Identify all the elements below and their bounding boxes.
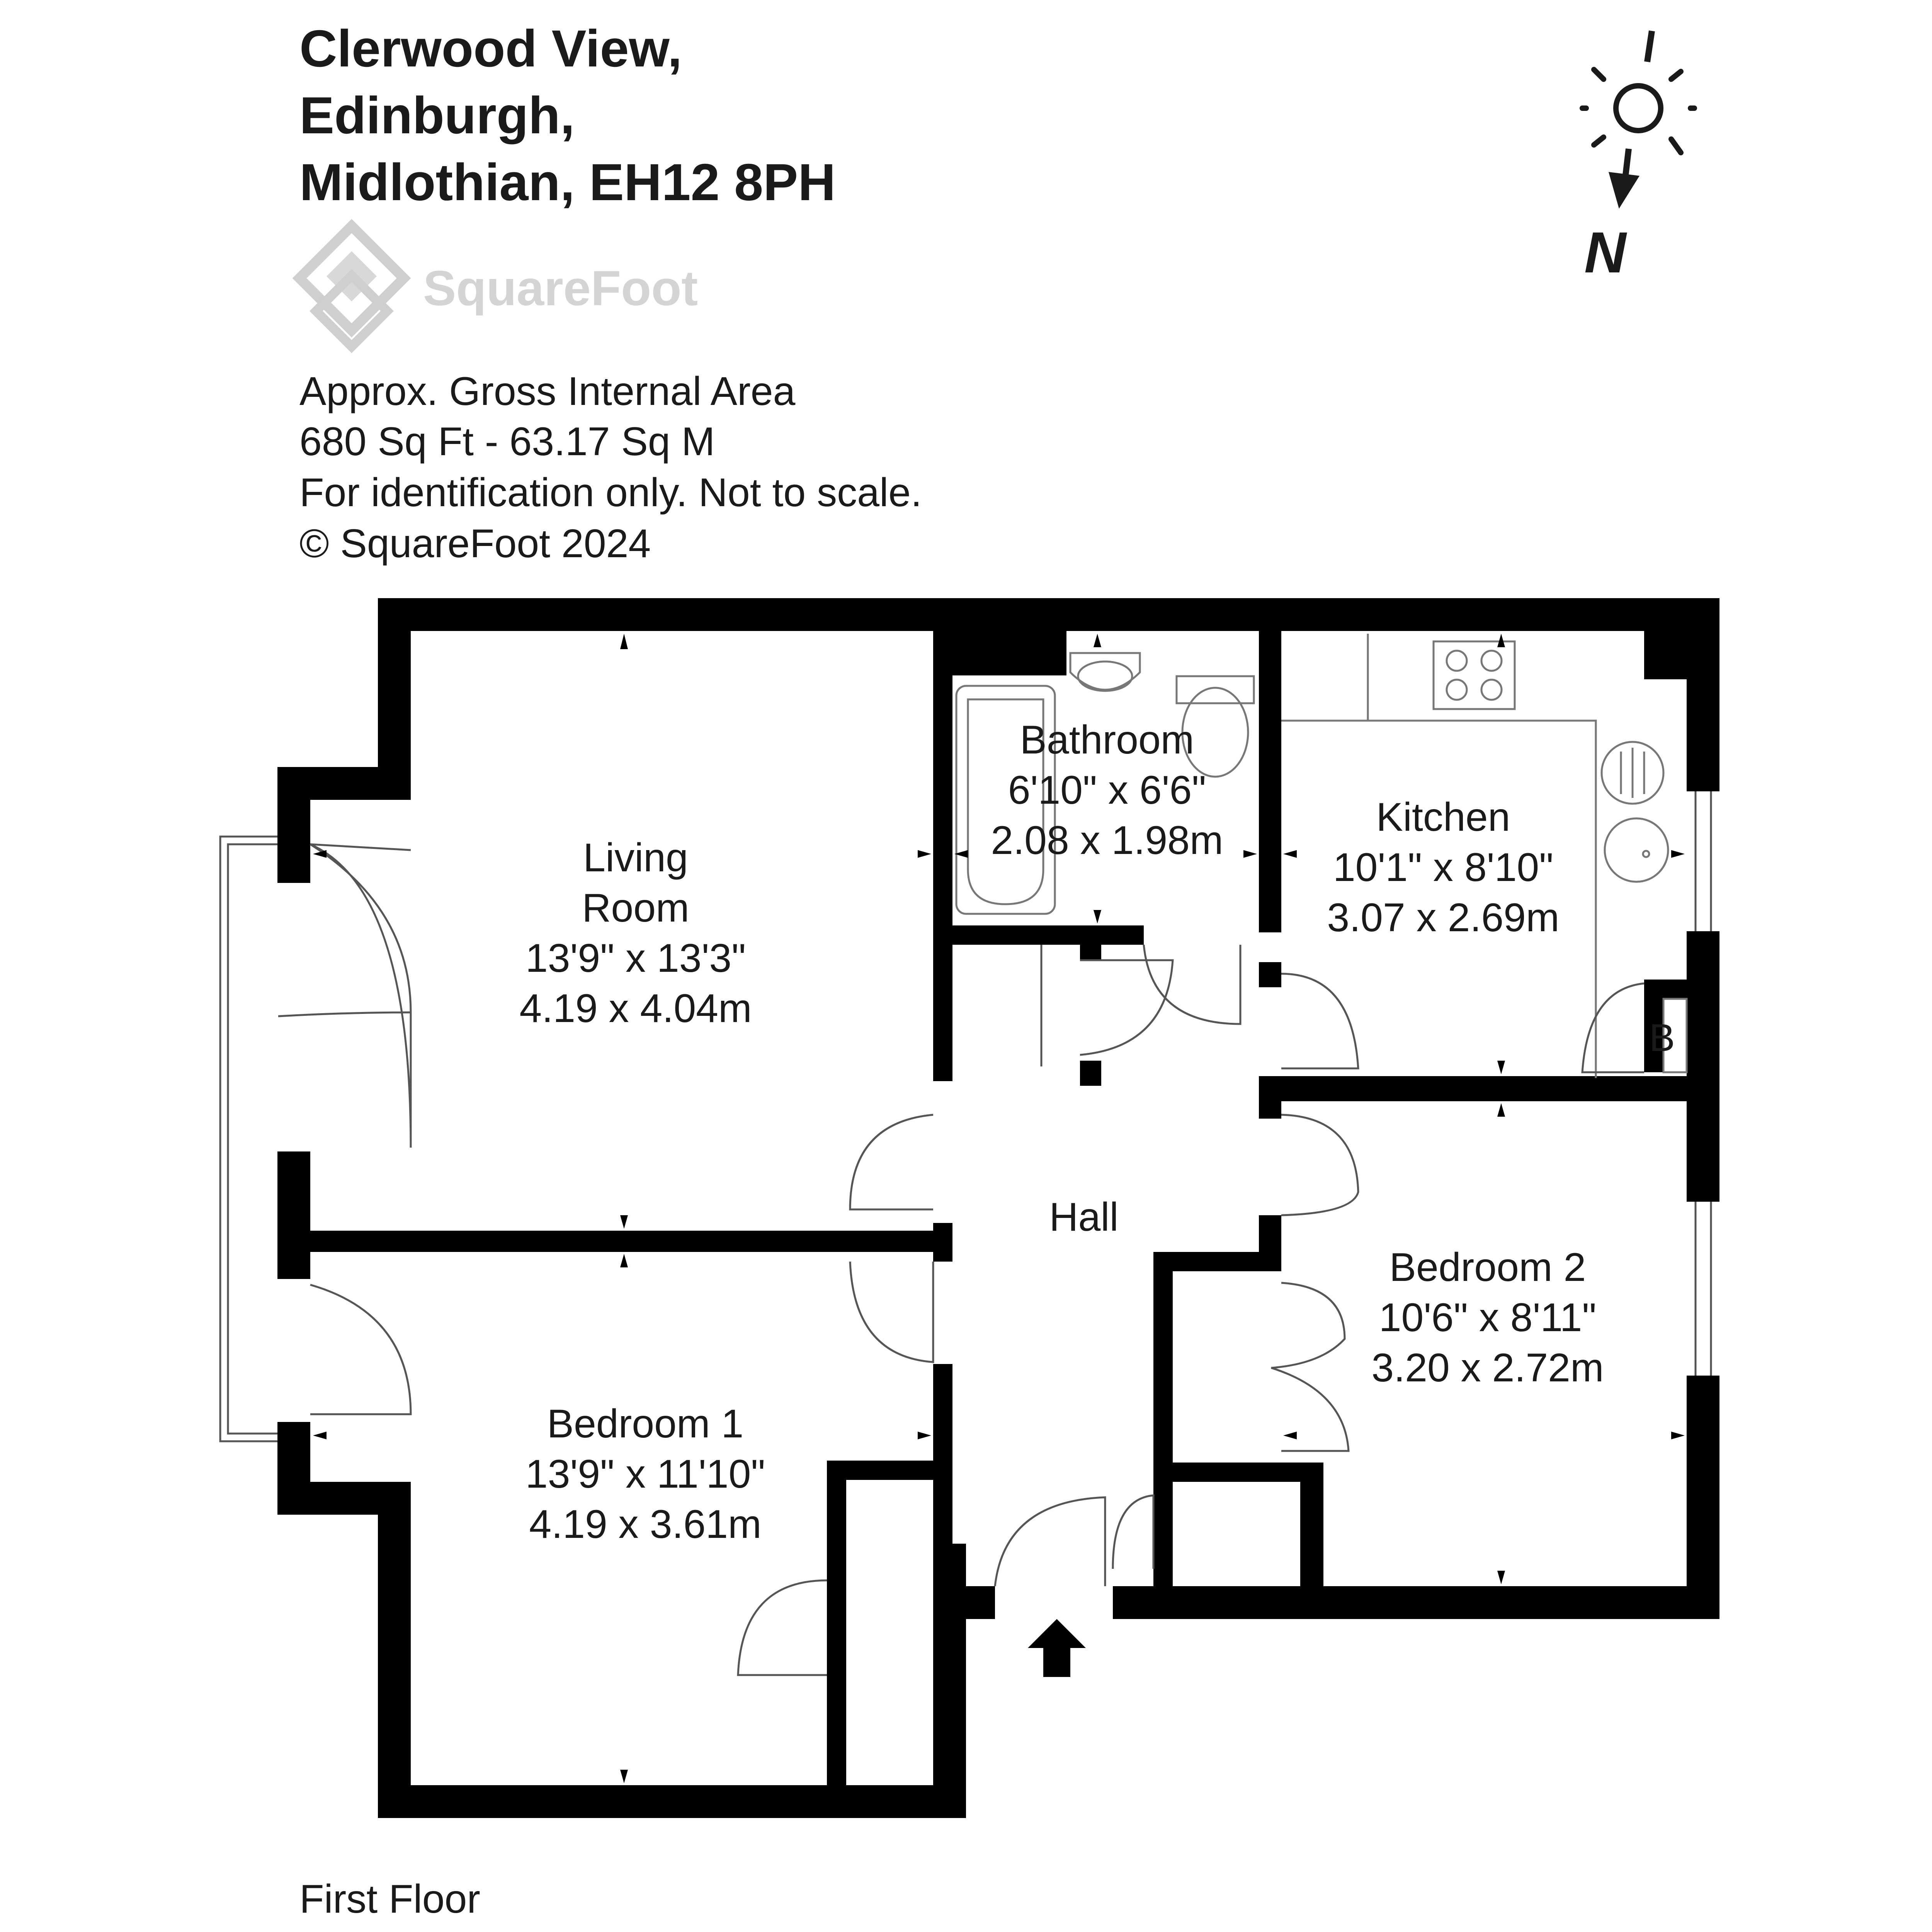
area-value: 680 Sq Ft - 63.17 Sq M — [299, 419, 715, 464]
room-living: Living Room 13'9" x 13'3" 4.19 x 4.04m — [519, 835, 752, 1031]
bedroom1-cupboard-door — [737, 1579, 827, 1676]
scale-disclaimer: For identification only. Not to scale. — [299, 470, 922, 515]
walls — [277, 598, 1719, 1818]
kitchen-door — [1281, 973, 1359, 1070]
balcony-outline-inner — [227, 843, 278, 1435]
boiler-cupboard — [1662, 998, 1688, 1073]
living-room-door — [849, 1114, 934, 1211]
room-bedroom2: Bedroom 2 10'6" x 8'11" 3.20 x 2.72m — [1371, 1245, 1604, 1390]
bedroom1-balcony-door — [310, 1284, 412, 1415]
bedroom1-metric: 4.19 x 3.61m — [529, 1502, 761, 1547]
bathroom-imperial: 6'10" x 6'6" — [1008, 768, 1206, 813]
bedroom2-metric: 3.20 x 2.72m — [1371, 1345, 1604, 1390]
living-room-metric: 4.19 x 4.04m — [519, 986, 752, 1031]
address-line-3: Midlothian, EH12 8PH — [299, 153, 836, 211]
front-door — [994, 1496, 1106, 1587]
living-room-name-2: Room — [582, 886, 689, 930]
bedroom2-door — [1281, 1114, 1359, 1216]
toilet — [1175, 675, 1255, 778]
hob-icon — [1432, 640, 1516, 710]
room-bedroom1: Bedroom 1 13'9" x 11'10" 4.19 x 3.61m — [526, 1401, 765, 1547]
sun-icon — [1580, 67, 1697, 155]
room-kitchen: Kitchen 10'1" x 8'10" 3.07 x 2.69m — [1327, 795, 1559, 940]
address-block: Clerwood View, Edinburgh, Midlothian, EH… — [299, 19, 836, 211]
address-line-1: Clerwood View, — [299, 19, 682, 78]
info-block: Approx. Gross Internal Area 680 Sq Ft - … — [299, 369, 922, 566]
kitchen-name: Kitchen — [1376, 795, 1510, 840]
squarefoot-logo-text: SquareFoot — [423, 261, 698, 316]
hall-name: Hall — [1049, 1195, 1118, 1240]
cupboard-door — [1080, 959, 1174, 1056]
entrance-arrow-icon — [1028, 1619, 1086, 1677]
living-room-imperial: 13'9" x 13'3" — [526, 936, 746, 981]
address-line-2: Edinburgh, — [299, 86, 575, 145]
bedroom1-name: Bedroom 1 — [547, 1401, 744, 1446]
windows — [1694, 791, 1712, 1376]
bathroom-door — [1143, 944, 1242, 1025]
bedroom2-imperial: 10'6" x 8'11" — [1379, 1295, 1597, 1340]
boiler-label: B — [1649, 1016, 1675, 1060]
bedroom2-name: Bedroom 2 — [1389, 1245, 1586, 1290]
bathroom-name: Bathroom — [1020, 718, 1194, 762]
squarefoot-logo-icon — [292, 219, 411, 353]
copyright: © SquareFoot 2024 — [299, 521, 651, 566]
balcony-outline — [219, 835, 278, 1442]
washing-machine-icon — [1600, 741, 1665, 805]
kitchen-imperial: 10'1" x 8'10" — [1333, 845, 1553, 890]
bathtub — [955, 685, 1056, 915]
boiler-door — [1581, 982, 1645, 1073]
bathroom-metric: 2.08 x 1.98m — [991, 818, 1223, 863]
sink-icon — [1604, 817, 1669, 883]
north-label: N — [1584, 220, 1627, 285]
doors — [278, 843, 1645, 1676]
north-arrow-icon — [1609, 30, 1655, 209]
living-room-name-1: Living — [583, 835, 688, 880]
squarefoot-logo: SquareFoot — [292, 219, 698, 353]
kitchen-metric: 3.07 x 2.69m — [1327, 895, 1559, 940]
bedroom1-door — [849, 1261, 934, 1363]
living-balcony-door — [278, 843, 412, 1148]
compass: N — [1580, 30, 1697, 285]
washbasin — [1069, 652, 1141, 692]
room-hall: Hall — [1049, 1195, 1118, 1240]
area-heading: Approx. Gross Internal Area — [299, 369, 795, 414]
dimension-markers — [313, 634, 1685, 1783]
entrance-cupboard-door — [1112, 1494, 1155, 1569]
room-bathroom: Bathroom 6'10" x 6'6" 2.08 x 1.98m — [991, 718, 1223, 863]
kitchen-worktop — [1281, 634, 1597, 1078]
bedroom2-cupboard-door — [1271, 1282, 1350, 1452]
floor-label: First Floor — [299, 1877, 480, 1922]
bedroom1-imperial: 13'9" x 11'10" — [526, 1452, 765, 1497]
